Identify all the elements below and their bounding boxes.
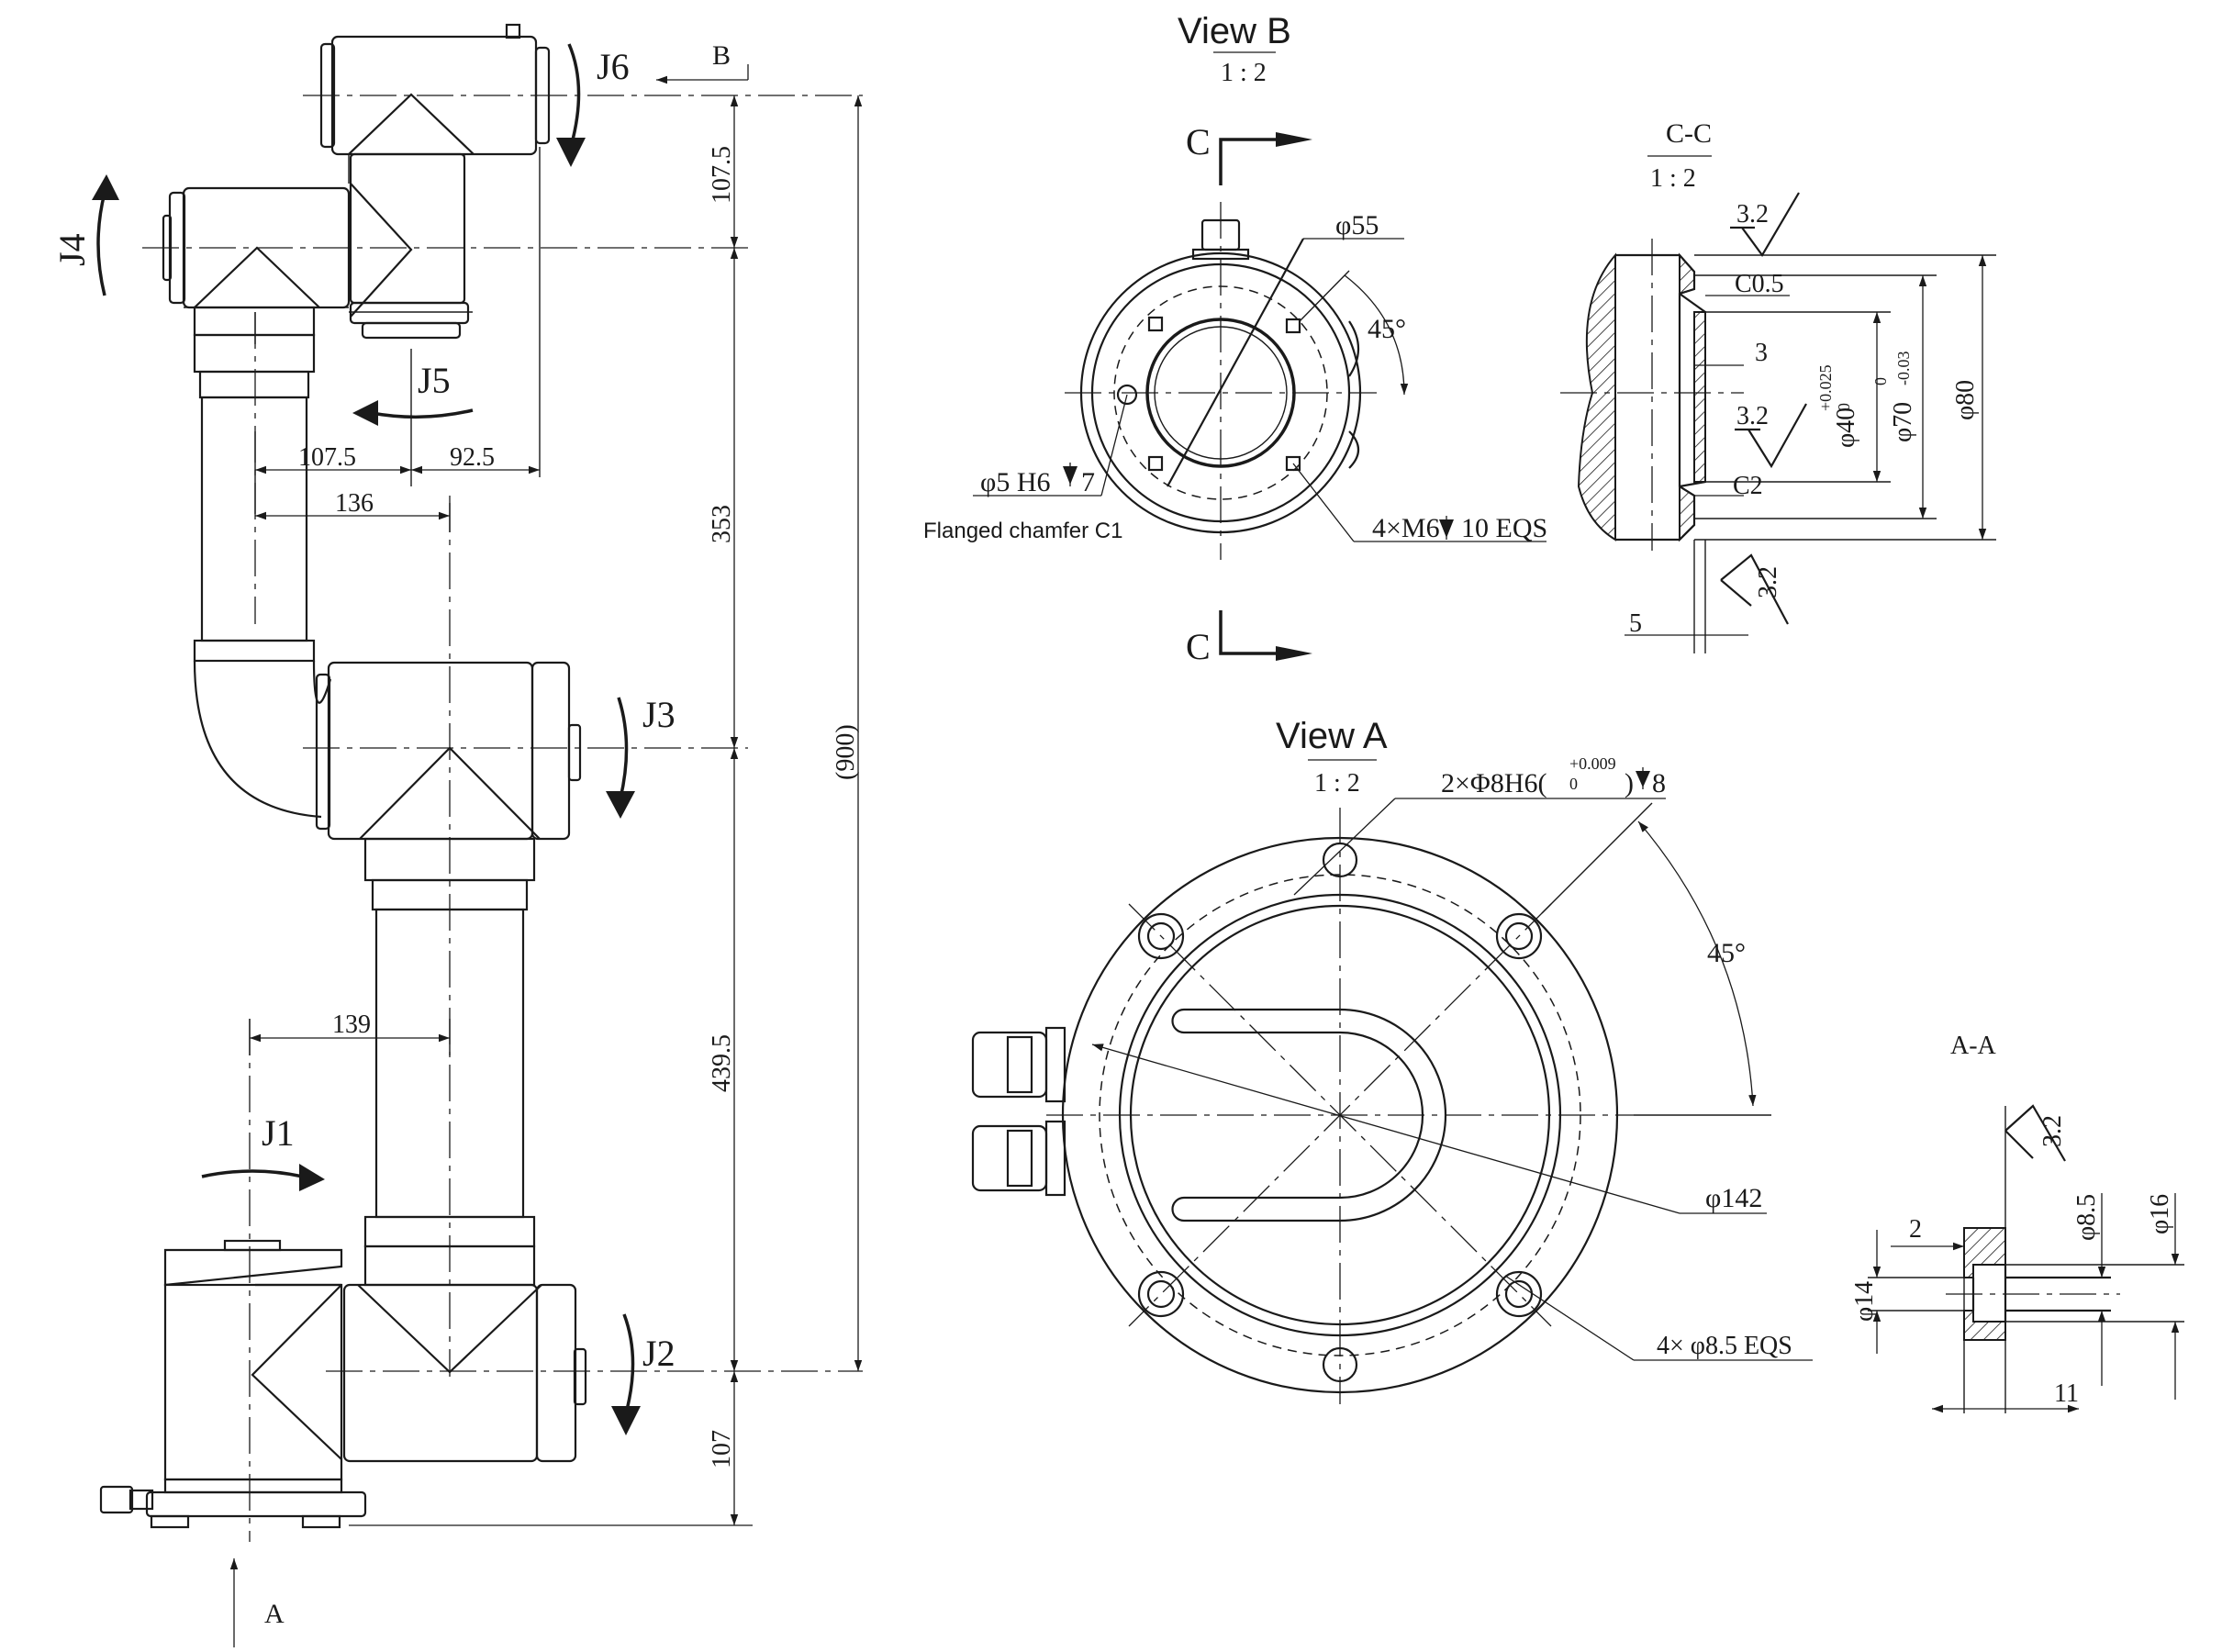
aa-rough: 3.2 [2038,1115,2067,1147]
label-j2: J2 [642,1333,676,1374]
joint1-base [99,1239,367,1529]
cc-chamfer-c05: C0.5 [1735,270,1784,298]
view-a-angle: 45° [1707,938,1746,968]
dim-92-5: 92.5 [450,443,495,472]
view-b-title: View B [1178,11,1291,51]
dim-107-5-offset: 107.5 [298,443,356,472]
cable-glands [971,1026,1066,1197]
cc-d5: 5 [1629,609,1642,638]
cc-chamfer-c2: C2 [1733,472,1763,500]
dim-139: 139 [332,1010,371,1039]
svg-text:C: C [1186,626,1211,667]
view-b-pin-hole: φ5 H6 [980,467,1050,497]
aa-d11: 11 [2054,1379,2079,1408]
view-b-chamfer-note: Flanged chamfer C1 [923,519,1122,543]
cc-d3: 3 [1755,339,1768,367]
j2-rotation-arrow [611,1313,641,1435]
vertical-dimensions: 107.5 353 439.5 107 (900) [349,95,863,1526]
view-a-title: View A [1276,716,1388,756]
aa-dia14: φ14 [1850,1281,1879,1322]
forearm-tube [193,306,332,819]
cc-rough-3: 3.2 [1754,566,1782,598]
view-b-dia-55: φ55 [1335,210,1379,240]
cc-rough-1: 3.2 [1736,200,1769,229]
aa-dia8-5: φ8.5 [2072,1194,2101,1241]
view-a-pin-tol-upper: +0.009 [1569,754,1616,773]
horizontal-dimensions: 107.5 92.5 136 139 [249,147,541,1055]
view-a-pin-holes: 2×Φ8H6( [1441,768,1547,798]
cc-dia40-upper: +0.025 [1816,364,1835,411]
label-j5: J5 [418,360,451,401]
j1-rotation-arrow [201,1164,325,1191]
section-aa-title: A-A [1950,1032,1997,1060]
cc-dia40-lower: 0 [1835,403,1853,411]
label-j4: J4 [51,233,93,266]
joint2-housing [342,1283,587,1463]
label-j3: J3 [642,694,676,735]
cc-rough-2: 3.2 [1736,402,1769,430]
svg-text:B: B [712,40,731,71]
section-c-c: C-C 1 : 2 φ40 +0.025 0 φ70 0 -0.03 φ80 [1560,118,1996,653]
section-cc-title: C-C [1666,118,1712,149]
view-b-scale: 1 : 2 [1221,59,1267,87]
view-b: View B 1 : 2 C C [923,11,1547,667]
joint3-housing [315,661,582,841]
view-b-marker: B [656,40,749,84]
aa-d2: 2 [1909,1215,1922,1244]
mounting-holes [1137,842,1543,1383]
view-a-pin-tol-lower: 0 [1569,775,1578,793]
section-a-a: A-A 3.2 2 φ8.5 φ16 φ14 11 [1850,1032,2184,1413]
view-a: View A 1 : 2 [971,716,1813,1404]
view-a-pin-close: ) [1625,768,1634,798]
view-a-scale: 1 : 2 [1314,769,1360,798]
aa-dia16: φ16 [2146,1194,2174,1234]
dim-353: 353 [708,505,736,543]
view-a-dia142: φ142 [1705,1183,1762,1213]
view-b-angle: 45° [1368,314,1406,344]
view-a-marker: A [229,1558,285,1647]
view-a-holes: 4× φ8.5 EQS [1657,1332,1792,1360]
section-c-top-marker: C [1186,121,1312,185]
section-c-bottom-marker: C [1186,610,1312,667]
joint5-housing [349,152,473,340]
view-b-threads: 4×M6 [1372,513,1440,543]
svg-text:A: A [264,1599,285,1629]
view-b-pin-depth: 7 [1081,467,1095,497]
j4-rotation-arrow [92,174,119,296]
dim-900: (900) [832,724,860,780]
robot-arm-side-view: J6 J4 J5 J3 J1 J2 B A 107.5 353 439.5 10… [51,23,863,1647]
cc-dia70-upper: 0 [1871,377,1890,385]
cc-dia70-lower: -0.03 [1894,352,1913,386]
dim-107-5-top: 107.5 [708,146,736,204]
label-j6: J6 [597,46,630,87]
j6-rotation-arrow [556,43,586,167]
cc-dia70: φ70 [1889,402,1917,442]
section-cc-scale: 1 : 2 [1650,164,1696,193]
dim-136: 136 [335,489,374,518]
dim-439-5: 439.5 [708,1034,736,1092]
view-a-pin-depth: 8 [1652,768,1666,798]
j5-rotation-arrow [352,400,474,426]
view-b-thread-depth: 10 EQS [1461,513,1547,543]
label-j1: J1 [262,1112,295,1154]
j3-rotation-arrow [606,697,635,819]
joint6-housing [319,23,551,184]
svg-text:C: C [1186,121,1211,162]
dim-107-bottom: 107 [708,1430,736,1468]
cc-dia80: φ80 [1951,380,1980,420]
cc-dia40: φ40 [1832,407,1860,448]
